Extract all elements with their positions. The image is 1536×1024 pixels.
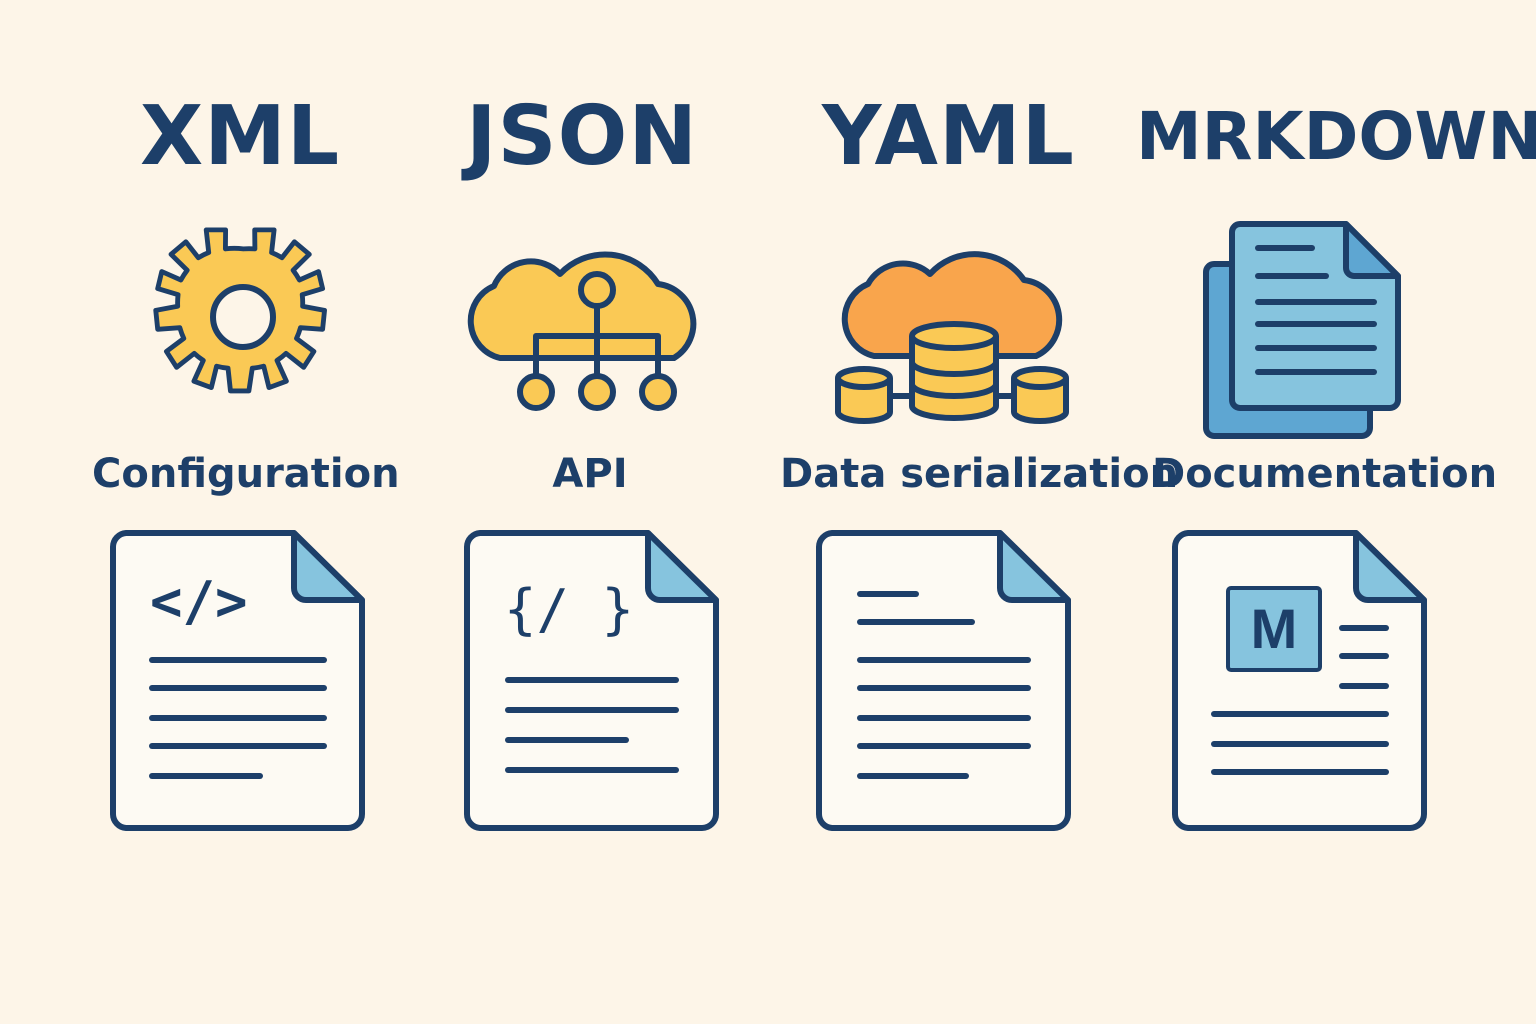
markdown-m-badge: M <box>1226 586 1322 672</box>
format-title-markdown: MRKDOWN <box>1136 98 1536 175</box>
format-title-json: JSON <box>466 89 698 184</box>
gear-icon <box>153 227 327 394</box>
markdown-file-icon <box>1172 530 1427 831</box>
use-label-api: API <box>552 451 628 497</box>
use-label-data-serialization: Data serialization <box>780 451 1179 497</box>
xml-file-icon <box>110 530 365 831</box>
use-label-documentation: Documentation <box>1152 451 1498 497</box>
stacked-documents-icon <box>1203 221 1401 439</box>
yaml-file-icon <box>816 530 1071 831</box>
cloud-database-icon <box>835 251 1069 424</box>
json-file-icon <box>464 530 719 831</box>
format-title-yaml: YAML <box>822 89 1075 184</box>
format-title-xml: XML <box>140 89 341 184</box>
xml-tag-glyph: </> <box>150 570 248 633</box>
json-brace-glyph: {/ } <box>504 578 635 641</box>
cloud-network-icon <box>467 251 697 411</box>
use-label-configuration: Configuration <box>92 451 400 497</box>
